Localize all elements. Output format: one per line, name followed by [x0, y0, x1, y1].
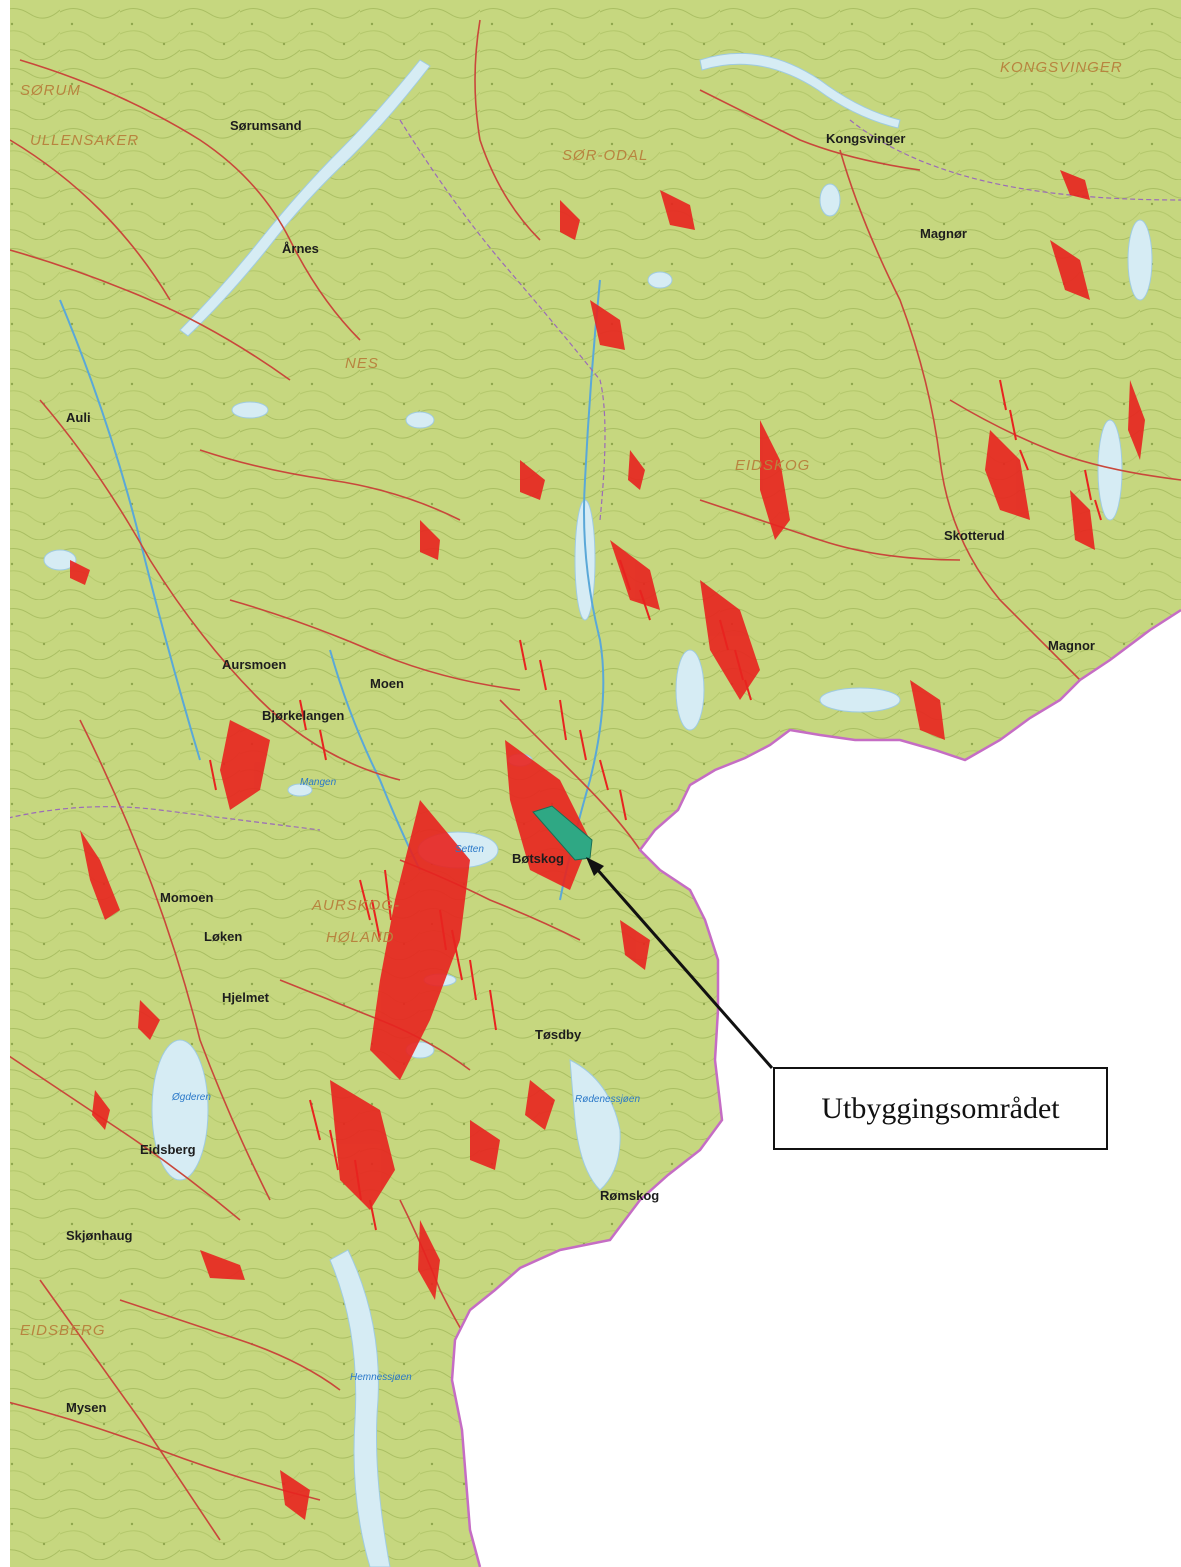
development-area[interactable]: [532, 805, 593, 861]
place-label: Bøtskog: [512, 851, 564, 866]
place-label: Skotterud: [944, 528, 1005, 543]
place-label: Magnør: [920, 226, 967, 241]
lake-label: Mangen: [300, 777, 337, 788]
place-label: Bjørkelangen: [262, 708, 344, 723]
place-label: Mysen: [66, 1400, 107, 1415]
lake-label: Rødenessjøen: [575, 1094, 640, 1105]
place-label: Auli: [66, 410, 91, 425]
municipality-label: AURSKOG-: [311, 897, 400, 914]
place-label: Eidsberg: [140, 1142, 196, 1157]
municipality-label: HØLAND: [326, 929, 395, 946]
forest-speckles: [209, 379, 1102, 1231]
place-label: Hjelmet: [222, 990, 270, 1005]
map-labels: KongsvingerBjørkelangenAursmoenBøtskogSk…: [20, 59, 1123, 1415]
place-label: Skjønhaug: [66, 1228, 133, 1243]
place-label: Magnor: [1048, 638, 1095, 653]
municipality-label: EIDSBERG: [20, 1322, 106, 1339]
red-forest-areas: [70, 170, 1145, 1520]
municipality-label: KONGSVINGER: [1000, 59, 1123, 76]
place-label: Tøsdby: [535, 1027, 582, 1042]
national-border: [450, 608, 1181, 1567]
place-label: Rømskog: [600, 1188, 659, 1203]
place-label: Løken: [204, 929, 242, 944]
place-label: Moen: [370, 676, 404, 691]
callout-label: Utbyggingsområdet: [821, 1091, 1060, 1125]
lake-label: Hemnessjøen: [350, 1372, 412, 1383]
lake-label: Øgderen: [171, 1092, 211, 1103]
municipality-label: SØRUM: [20, 82, 81, 99]
lake-label: Setten: [455, 844, 484, 855]
rivers: [59, 279, 605, 901]
place-label: Sørumsand: [230, 118, 302, 133]
place-label: Kongsvinger: [826, 131, 905, 146]
municipal-borders: [10, 119, 1181, 831]
municipality-label: ULLENSAKER: [30, 132, 139, 149]
municipality-label: NES: [345, 355, 379, 372]
callout-box: Utbyggingsområdet: [773, 1067, 1108, 1150]
municipality-label: SØR-ODAL: [562, 147, 648, 164]
place-label: Momoen: [160, 890, 214, 905]
roads: [10, 19, 1181, 1541]
place-label: Årnes: [282, 241, 319, 256]
place-label: Aursmoen: [222, 657, 286, 672]
callout-arrow: [586, 857, 774, 1069]
municipality-label: EIDSKOG: [735, 457, 810, 474]
